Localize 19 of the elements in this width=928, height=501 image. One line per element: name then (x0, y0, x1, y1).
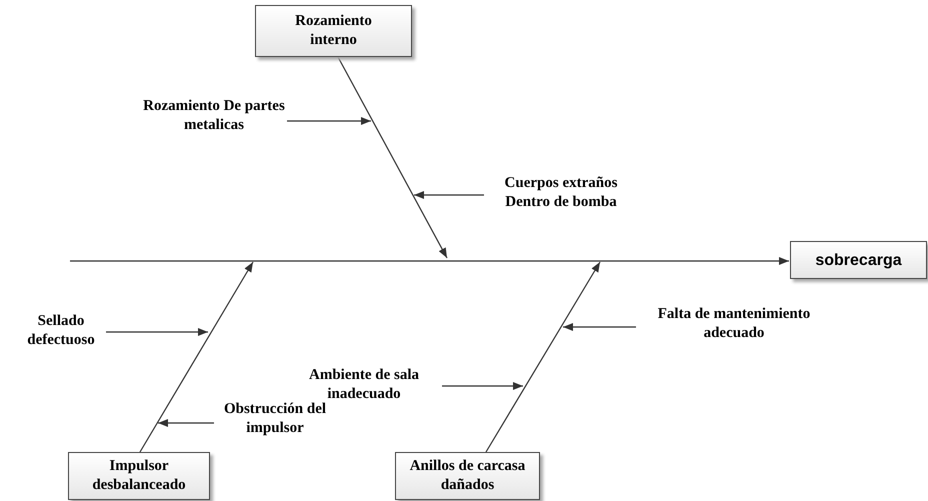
cause-arrow (287, 117, 371, 125)
cause-arrow (414, 191, 484, 199)
cause-label: Rozamiento De partes metalicas (143, 97, 285, 141)
category-box: Impulsor desbalanceado (68, 452, 210, 500)
bone-arrow (337, 56, 448, 258)
category-box: Rozamiento interno (255, 5, 412, 57)
cause-label: Obstrucción del impulsor (216, 400, 334, 444)
category-box: Anillos de carcasa dañados (395, 452, 540, 500)
bone-arrow (139, 262, 254, 452)
cause-label: Sellado defectuoso (18, 312, 104, 356)
cause-label: Falta de mantenimiento adecuado (638, 305, 830, 349)
cause-arrow (158, 419, 214, 427)
cause-label: Cuerpos extraños Dentro de bomba (486, 174, 636, 218)
cause-arrow (442, 382, 523, 390)
spine-arrow (70, 257, 789, 265)
effect-box: sobrecarga (790, 241, 927, 279)
bone-arrow (485, 262, 601, 452)
cause-arrow (106, 328, 208, 336)
cause-arrow (563, 323, 636, 331)
